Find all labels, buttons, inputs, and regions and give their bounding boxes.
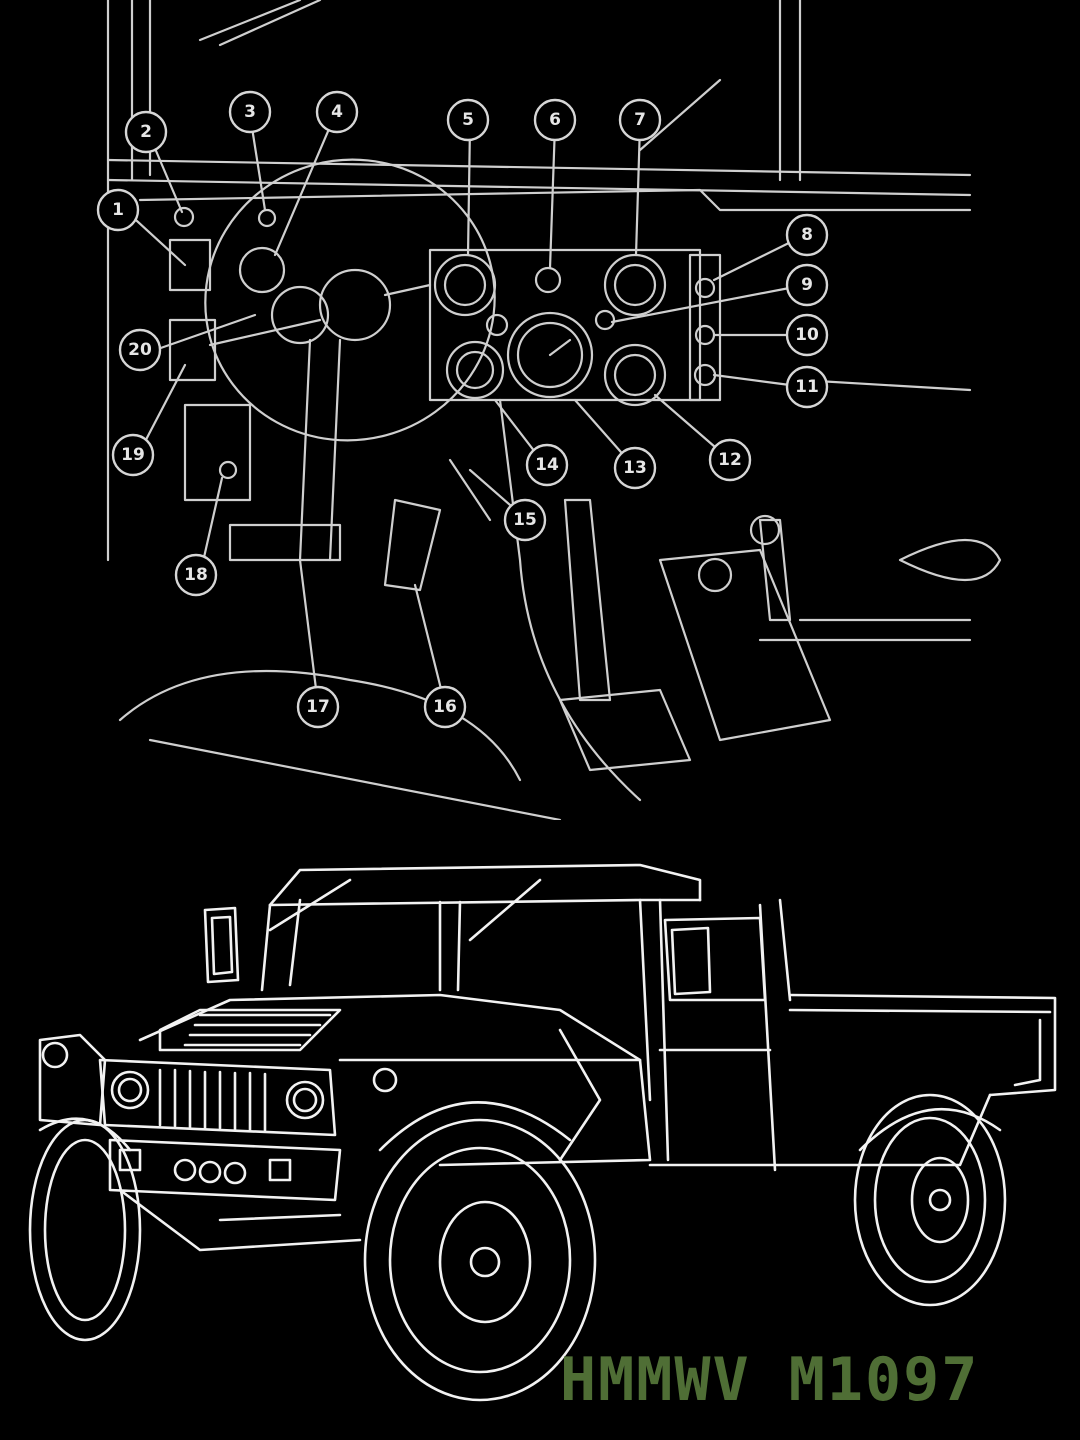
callout-9: 9: [785, 263, 829, 307]
svg-text:14: 14: [535, 455, 559, 475]
callout-16: 16: [423, 685, 467, 729]
svg-text:2: 2: [140, 122, 152, 142]
callout-11: 11: [785, 365, 829, 409]
svg-text:9: 9: [801, 275, 813, 295]
callout-14: 14: [525, 443, 569, 487]
callout-5: 5: [446, 98, 490, 142]
callout-10: 10: [785, 313, 829, 357]
rear-wheel: [853, 1093, 1007, 1307]
vehicle-model-title: HMMWV M1097: [560, 1345, 980, 1415]
svg-text:13: 13: [623, 458, 647, 478]
svg-text:11: 11: [795, 377, 819, 397]
callout-2: 2: [124, 110, 168, 154]
svg-text:1: 1: [112, 200, 124, 220]
callout-20: 20: [118, 328, 162, 372]
callout-3: 3: [228, 90, 272, 134]
callout-leaders: [123, 113, 807, 707]
callout-13: 13: [613, 446, 657, 490]
svg-text:16: 16: [433, 697, 457, 717]
front-right-wheel: [363, 1118, 597, 1402]
callout-7: 7: [618, 98, 662, 142]
callout-1: 1: [96, 188, 140, 232]
svg-text:17: 17: [306, 697, 330, 717]
svg-text:6: 6: [549, 110, 561, 130]
callout-17: 17: [296, 685, 340, 729]
svg-text:18: 18: [184, 565, 208, 585]
svg-text:10: 10: [795, 325, 819, 345]
dashboard-linework: [106, 0, 1002, 820]
dashboard-diagram: 1 2 3 4 5 6 7 8 9 10 11 12 13 14 15 16 1…: [96, 0, 1002, 820]
callout-8: 8: [785, 213, 829, 257]
svg-text:4: 4: [331, 102, 343, 122]
callout-12: 12: [708, 438, 752, 482]
svg-text:3: 3: [244, 102, 256, 122]
vehicle-body-outline: [38, 863, 1057, 1252]
callout-15: 15: [503, 498, 547, 542]
svg-text:20: 20: [128, 340, 152, 360]
svg-text:8: 8: [801, 225, 813, 245]
svg-text:12: 12: [718, 450, 742, 470]
callout-4: 4: [315, 90, 359, 134]
callout-6: 6: [533, 98, 577, 142]
callout-19: 19: [111, 433, 155, 477]
svg-text:19: 19: [121, 445, 145, 465]
front-left-wheel: [28, 1118, 142, 1342]
svg-text:5: 5: [462, 110, 474, 130]
svg-text:7: 7: [634, 110, 646, 130]
hmmwv-vehicle-illustration: [28, 863, 1057, 1402]
svg-text:15: 15: [513, 510, 537, 530]
callout-18: 18: [174, 553, 218, 597]
